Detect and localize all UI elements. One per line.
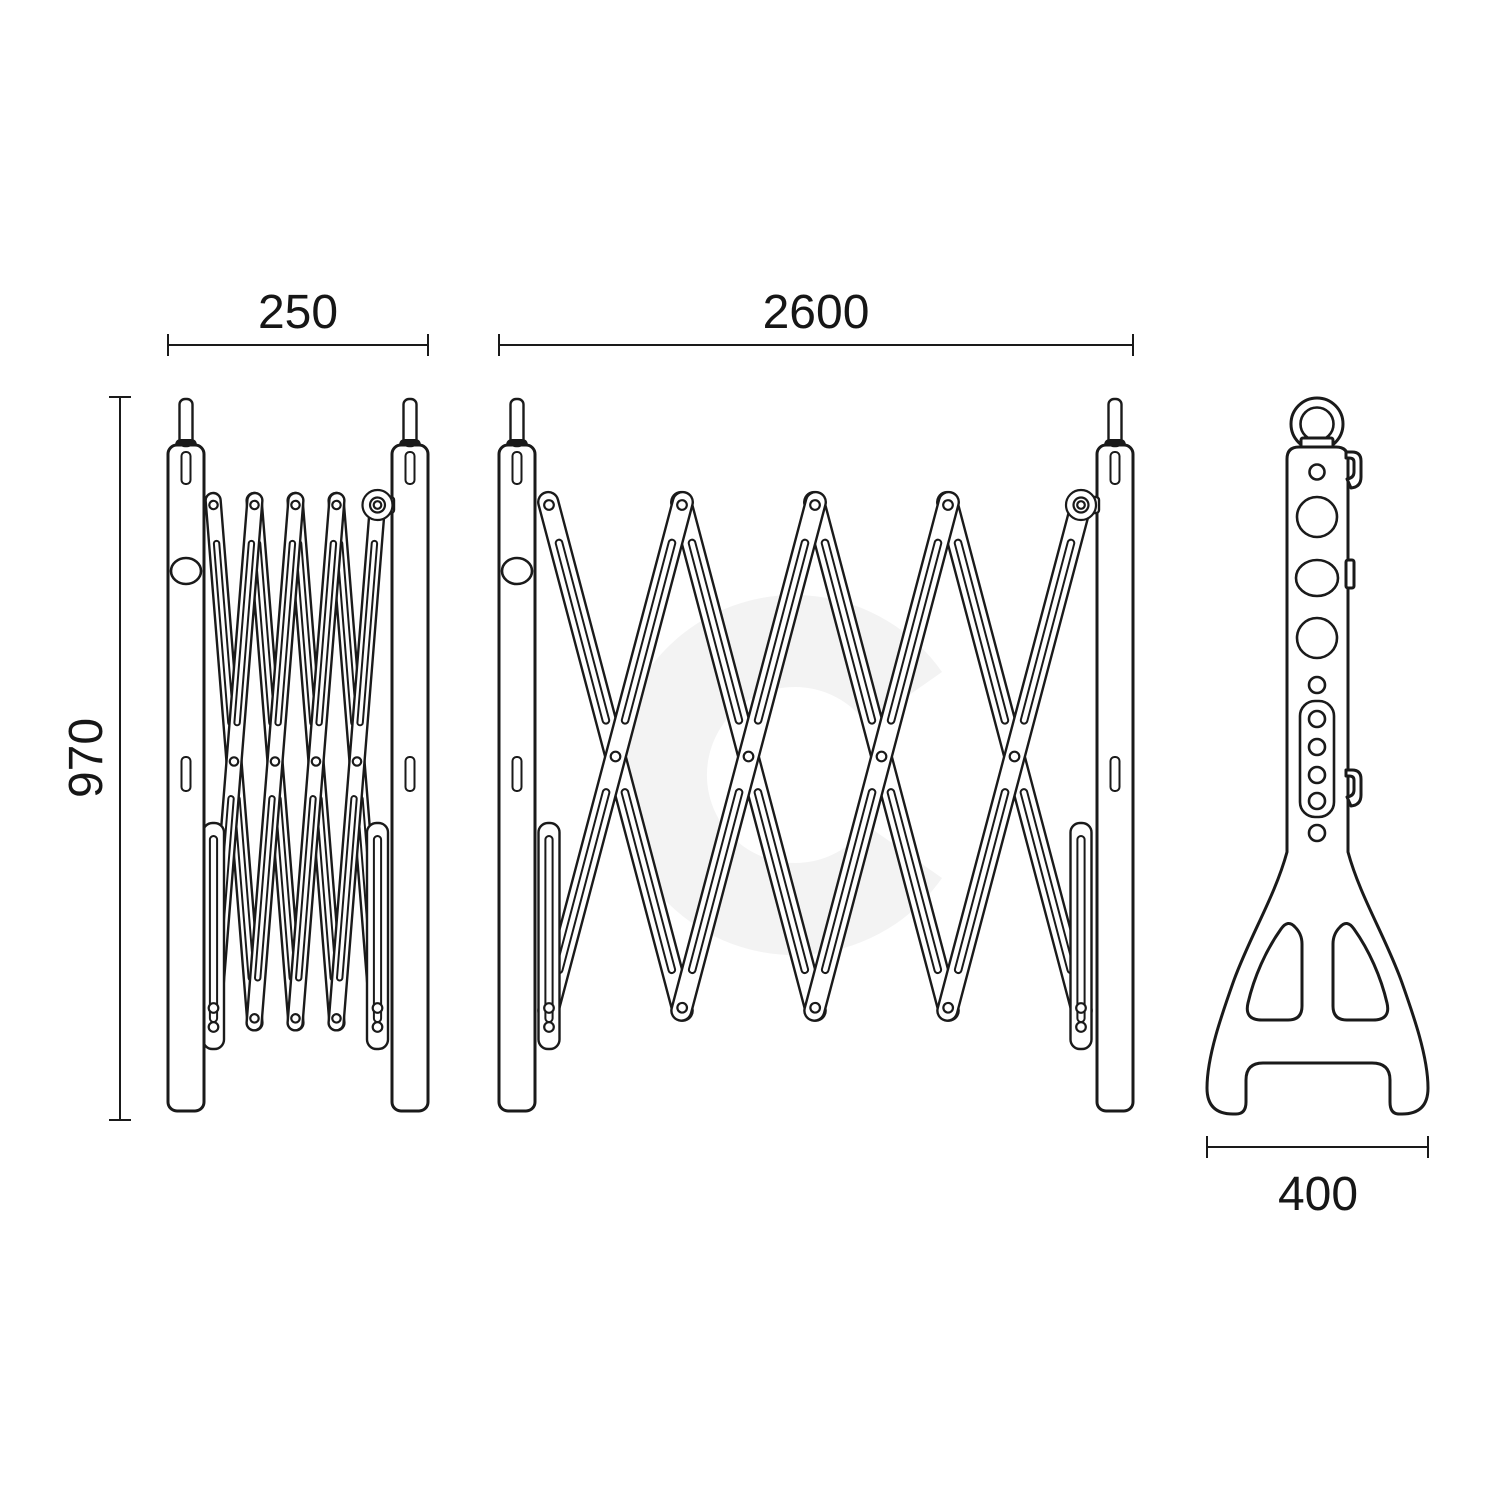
dim-base-width: 400 [1206,1136,1429,1221]
pivot-rivet [310,756,322,767]
post-hole [1295,616,1339,660]
dim-line [109,396,131,1121]
dim-height: 970 [60,396,131,1121]
pivot-rivet [269,756,281,767]
post-pin [173,397,199,448]
post-slot [511,756,523,792]
slider-strip [1069,821,1093,1051]
pivot-rivet [742,750,755,763]
post-slot [511,451,523,485]
pivot-bracket [1064,488,1098,522]
post-pin [504,397,530,448]
base-cutout [1331,922,1390,1022]
pivot-rivet [1008,750,1021,763]
dim-label-base-width: 400 [1278,1168,1358,1221]
dim-line [167,334,429,356]
dim-label-expanded-width: 2600 [763,286,870,339]
post-hole [1307,675,1327,695]
pivot-rivet [351,756,363,767]
dim-collapsed-width: 250 [167,286,429,356]
base-cutout [1245,922,1304,1022]
adjustment-plate [1298,699,1336,819]
post-hole [1307,823,1327,843]
post-hole [1294,558,1340,598]
plate-hole [1307,791,1327,811]
dim-line [1206,1136,1429,1158]
post-slot [1109,451,1121,485]
slider-strip [365,821,390,1051]
plate-hole [1307,709,1327,729]
post-slot [404,756,416,792]
post-hole [169,556,203,586]
post-slot [180,451,192,485]
pivot-rivet [609,750,622,763]
plate-hole [1307,765,1327,785]
plate-hole [1307,737,1327,757]
post-slot [180,756,192,792]
dim-expanded-width: 2600 [498,286,1134,356]
collapsed-gate-view [166,397,430,1113]
dim-label-collapsed-width: 250 [258,286,338,339]
post-slot [404,451,416,485]
slider-strip [201,821,226,1051]
post-hole [1308,463,1326,481]
post-pin [397,397,423,448]
slider-strip [537,821,561,1051]
expanded-gate-view [497,397,1135,1113]
pivot-rivet [875,750,888,763]
post-slot [1109,756,1121,792]
post-hole [500,556,534,586]
hanging-ring-hole [1299,406,1335,442]
post-pin [1102,397,1128,448]
pivot-bracket [361,488,394,522]
dim-label-height: 970 [60,718,113,798]
dim-line [498,334,1134,356]
mounting-tab [1344,558,1356,590]
pivot-rivet [228,756,240,767]
post-hole [1295,495,1339,539]
side-profile-view [1205,396,1430,1116]
